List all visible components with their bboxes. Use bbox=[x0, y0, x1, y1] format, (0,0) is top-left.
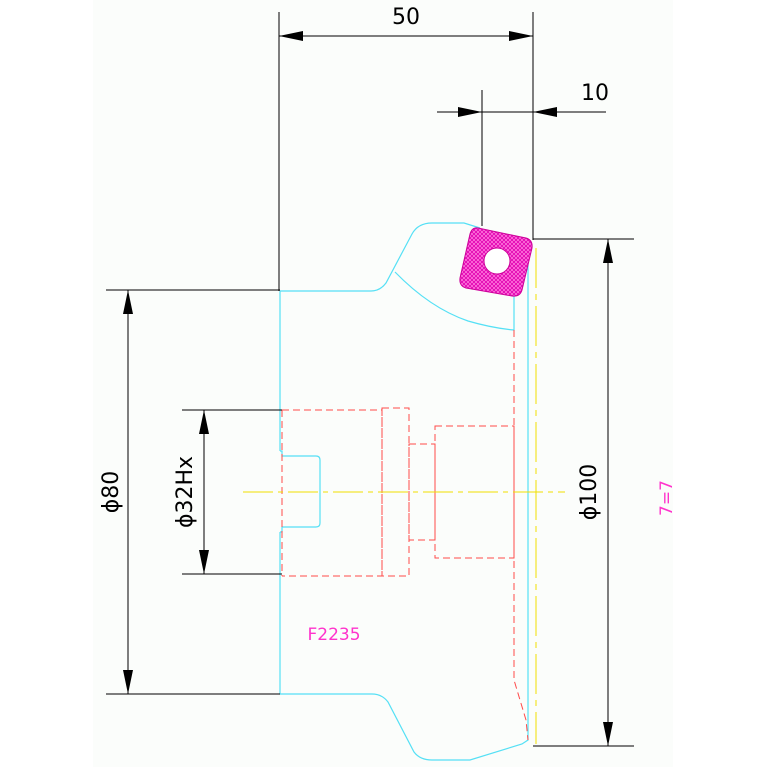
insert-hole bbox=[483, 247, 511, 275]
dim-100-arrow-bottom bbox=[603, 722, 613, 746]
insert-seat-arc bbox=[394, 270, 515, 331]
part-code-label: F2235 bbox=[307, 625, 360, 645]
dim-32-label: ϕ32Hx bbox=[173, 456, 198, 528]
dim-10-arrow-right bbox=[533, 107, 557, 117]
part-outline bbox=[279, 222, 529, 761]
cutting-insert bbox=[459, 227, 533, 297]
dim-100-label: ϕ100 bbox=[577, 464, 602, 521]
paper-area bbox=[93, 0, 673, 767]
keyway-hidden-rect bbox=[408, 443, 436, 541]
hidden-lines bbox=[281, 330, 529, 741]
dim-50-label: 50 bbox=[392, 5, 420, 30]
side-note-label: 7=7 bbox=[657, 480, 677, 516]
dim-10-label: 10 bbox=[581, 81, 609, 106]
hub-hidden-rect bbox=[381, 407, 410, 577]
bore-top-hidden bbox=[282, 409, 383, 577]
dim-80-arrow-top bbox=[123, 290, 133, 314]
cavity-hidden bbox=[434, 425, 515, 559]
dim-32-arrow-top bbox=[199, 410, 209, 434]
part-profile bbox=[279, 222, 529, 761]
dim-50-arrow-left bbox=[279, 31, 303, 41]
dim-50-arrow-right bbox=[509, 31, 533, 41]
dim-100-arrow-top bbox=[603, 239, 613, 263]
dimension-arrows bbox=[123, 31, 613, 746]
dim-32-arrow-bottom bbox=[199, 550, 209, 574]
rim-hidden-line bbox=[513, 330, 529, 741]
dim-10-arrow-left bbox=[458, 107, 482, 117]
dim-80-label: ϕ80 bbox=[99, 471, 124, 514]
dimension-lines bbox=[106, 12, 634, 747]
dim-80-arrow-bottom bbox=[123, 670, 133, 694]
